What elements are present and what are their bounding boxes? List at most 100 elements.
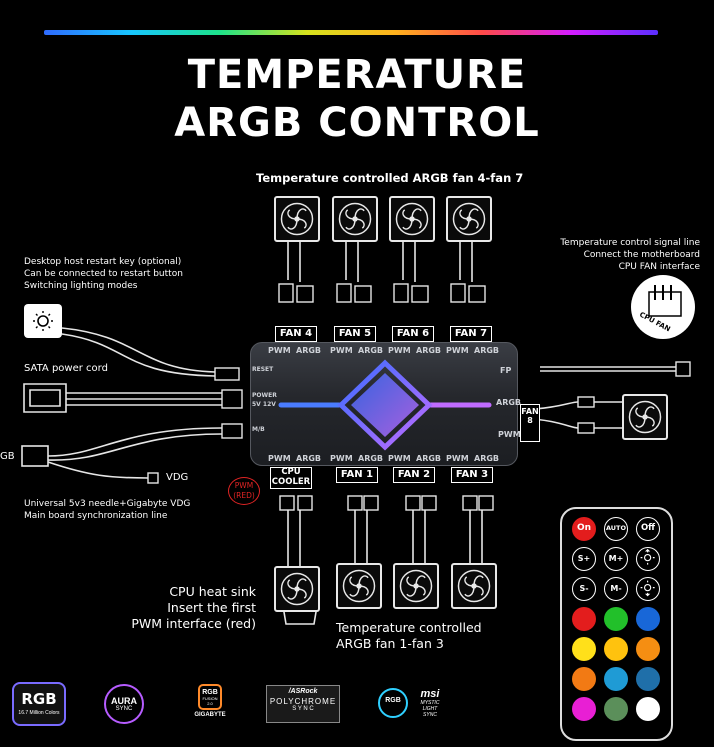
- fan-2-icon: [393, 563, 439, 609]
- cpu-fan-icon: [274, 566, 320, 612]
- asrock-polychrome-logo: /ASRock POLYCHROME S Y N C: [266, 685, 340, 723]
- remote-mode-down-button[interactable]: M-: [604, 577, 628, 601]
- cpu-caption-line1: CPU heat sink: [169, 584, 256, 599]
- msi-rgb-badge: RGB: [378, 688, 408, 718]
- aura-logo-text: AURA: [111, 696, 137, 706]
- msi-logo-text: msi: [420, 688, 440, 700]
- restart-note-line3: Switching lighting modes: [24, 281, 138, 291]
- remote-auto-button[interactable]: AUTO: [604, 517, 628, 541]
- msi-rgb-text: RGB: [385, 697, 401, 704]
- fan-1-tag: FAN 1: [336, 467, 378, 483]
- remote-color-magenta[interactable]: [572, 697, 596, 721]
- bottom-caption-line1: Temperature controlled: [336, 620, 482, 635]
- rgb-remote-control: On AUTO Off S+ M+ S- M-: [560, 507, 673, 741]
- hub-bottom-port-5: PWM: [388, 454, 411, 463]
- remote-color-red[interactable]: [572, 607, 596, 631]
- fan-5-tag: FAN 5: [334, 326, 376, 342]
- msi-light-text: LIGHT: [422, 706, 438, 712]
- cpu-signal-note: Temperature control signal line Connect …: [520, 237, 700, 273]
- fan-3-tag: FAN 3: [451, 467, 493, 483]
- remote-speed-up-button[interactable]: S+: [572, 547, 596, 571]
- pwm-badge-line2: (RED): [233, 491, 255, 500]
- hub-top-port-5: PWM: [388, 346, 411, 355]
- hub-label-mb: M/B: [252, 426, 265, 433]
- hub-label-argb: ARGB: [496, 398, 522, 407]
- remote-speed-down-button[interactable]: S-: [572, 577, 596, 601]
- gigabyte-fusion-badge: RGB FUSION 2.0: [198, 684, 222, 710]
- cpu-signal-line2: Connect the motherboard: [583, 250, 700, 260]
- hub-label-reset: RESET: [252, 366, 274, 373]
- bottom-fans-caption: Temperature controlled ARGB fan 1-fan 3: [336, 620, 482, 652]
- remote-mode-up-button[interactable]: M+: [604, 547, 628, 571]
- remote-color-white[interactable]: [636, 697, 660, 721]
- rgb-logo-text: RGB: [21, 690, 57, 708]
- hub-top-port-6: ARGB: [416, 346, 442, 355]
- asrock-logo-text: /ASRock: [288, 688, 318, 695]
- fan-4-icon: [274, 196, 320, 242]
- bottom-caption-line2: ARGB fan 1-fan 3: [336, 636, 444, 651]
- remote-color-green[interactable]: [604, 607, 628, 631]
- aura-sync-logo: AURA SYNC: [104, 684, 144, 724]
- hub-bottom-port-2: ARGB: [296, 454, 322, 463]
- hub-top-port-1: PWM: [268, 346, 291, 355]
- top-fans-caption: Temperature controlled ARGB fan 4-fan 7: [256, 171, 524, 185]
- restart-note-line2: Can be connected to restart button: [24, 269, 183, 279]
- cpu-signal-line1: Temperature control signal line: [560, 238, 700, 248]
- remote-color-olive[interactable]: [604, 697, 628, 721]
- gigabyte-fusion-rgb: RGB: [202, 689, 218, 696]
- remote-on-button[interactable]: On: [572, 517, 596, 541]
- hub-top-port-7: PWM: [446, 346, 469, 355]
- pwm-badge-line1: PWM: [234, 481, 254, 490]
- cpu-caption-line3: PWM interface (red): [131, 616, 256, 631]
- hub-bottom-port-7: PWM: [446, 454, 469, 463]
- title-line-2: ARGB CONTROL: [174, 100, 540, 146]
- hub-label-voltage: 5V 12V: [252, 401, 276, 408]
- vdg-note: VDG: [166, 472, 189, 483]
- cpu-caption-line2: Insert the first: [167, 600, 256, 615]
- brightness-down-icon[interactable]: [636, 577, 660, 601]
- fan-4-tag: FAN 4: [275, 326, 317, 342]
- hub-top-port-4: ARGB: [358, 346, 384, 355]
- restart-note-line1: Desktop host restart key (optional): [24, 257, 182, 267]
- sata-note: SATA power cord: [24, 363, 108, 374]
- msi-mystic-light-logo: msi MYSTIC LIGHT SYNC: [412, 688, 448, 722]
- remote-color-cyan[interactable]: [604, 667, 628, 691]
- fan-7-tag: FAN 7: [450, 326, 492, 342]
- gigabyte-fusion-version: FUSION 2.0: [202, 696, 218, 706]
- gb-note: GB: [0, 451, 15, 462]
- fan-6-icon: [389, 196, 435, 242]
- fan-8-icon: [622, 394, 668, 440]
- hub-top-port-2: ARGB: [296, 346, 322, 355]
- gigabyte-logo-text: GIGABYTE: [194, 712, 226, 718]
- hub-label-fp: FP: [500, 366, 512, 375]
- hub-bottom-port-8: ARGB: [474, 454, 500, 463]
- rgb-logo: RGB 16.7 Million Colors: [12, 682, 66, 726]
- remote-color-navy[interactable]: [636, 667, 660, 691]
- remote-color-blue[interactable]: [636, 607, 660, 631]
- cpu-signal-line3: CPU FAN interface: [618, 262, 700, 272]
- remote-color-yellow[interactable]: [572, 637, 596, 661]
- controller-hub: [250, 342, 518, 466]
- fan-7-icon: [446, 196, 492, 242]
- remote-color-orange[interactable]: [636, 637, 660, 661]
- fan-1-icon: [336, 563, 382, 609]
- title-line-1: TEMPERATURE: [187, 52, 527, 98]
- hub-bottom-port-6: ARGB: [416, 454, 442, 463]
- fan-3-icon: [451, 563, 497, 609]
- hub-label-power: POWER: [252, 392, 277, 399]
- remote-color-amber[interactable]: [604, 637, 628, 661]
- cpu-tag-line1: CPU: [281, 467, 301, 477]
- fan-8-tag: FAN 8: [520, 404, 540, 442]
- gigabyte-fusion-logo: RGB FUSION 2.0 GIGABYTE: [190, 684, 230, 726]
- rainbow-accent-bar: [44, 30, 658, 35]
- hub-top-port-3: PWM: [330, 346, 353, 355]
- remote-off-button[interactable]: Off: [636, 517, 660, 541]
- msi-sync-text: SYNC: [423, 712, 437, 718]
- hub-bottom-port-1: PWM: [268, 454, 291, 463]
- aura-logo-subtext: SYNC: [115, 706, 133, 712]
- remote-color-dark-orange[interactable]: [572, 667, 596, 691]
- polychrome-sync-text: S Y N C: [292, 706, 314, 712]
- hub-bottom-port-3: PWM: [330, 454, 353, 463]
- brightness-up-icon[interactable]: [636, 547, 660, 571]
